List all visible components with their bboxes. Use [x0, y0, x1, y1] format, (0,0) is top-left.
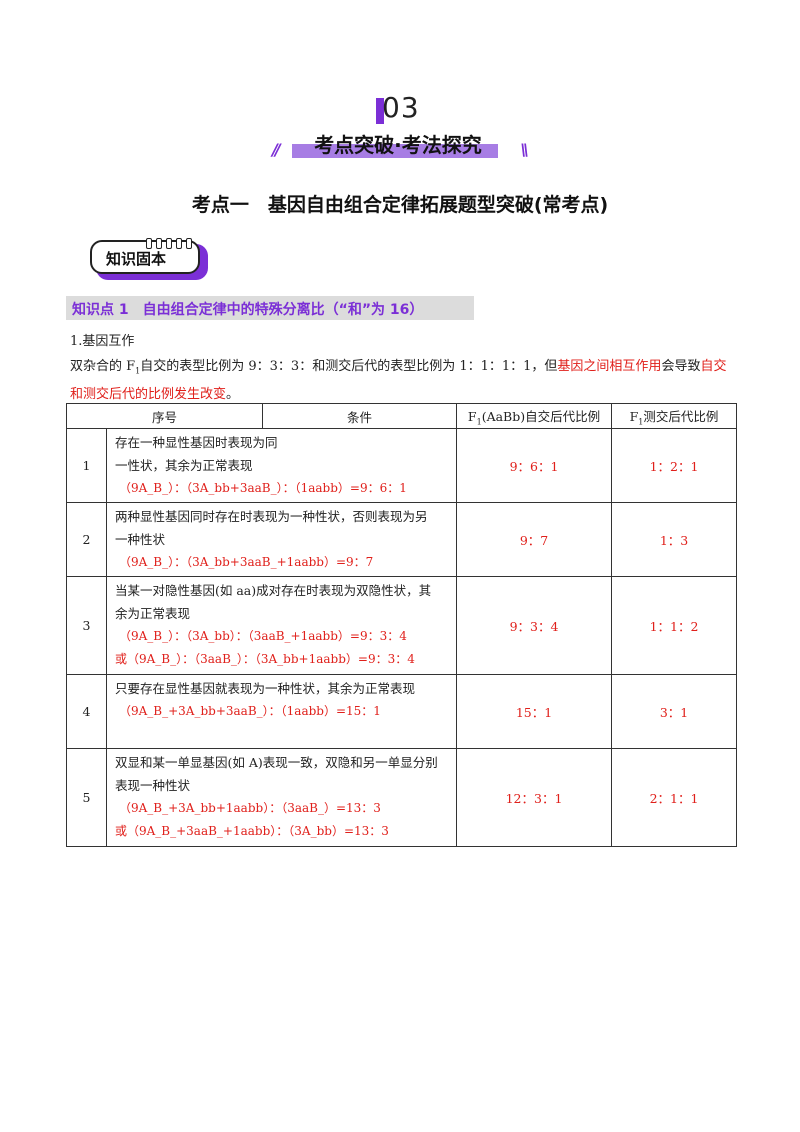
para-text-1: 双杂合的 F — [70, 359, 136, 374]
testcross-ratio: 3：1 — [611, 674, 738, 749]
chapter-banner: // 考点突破·考法探究 \\ — [270, 130, 530, 160]
header-condition: 条件 — [262, 403, 458, 429]
para-subscript: 1 — [135, 366, 141, 376]
selfcross-ratio: 9：3：4 — [456, 576, 613, 675]
row-index: 4 — [66, 674, 107, 749]
condition-text: 双显和某一单显基因(如 A)表现一致，双隐和另一单显分别表现一种性状 — [115, 755, 438, 793]
row-condition: 存在一种显性基因时表现为同一性状，其余为正常表现 （9A_B_）：（3A_bb+… — [105, 428, 458, 503]
selfcross-ratio: 9：7 — [456, 502, 613, 577]
formula: 或（9A_B_+3aaB_+1aabb）：（3A_bb）=13：3 — [115, 824, 389, 838]
table-row: 2 两种显性基因同时存在时表现为一种性状，否则表现为另一种性状 （9A_B_）：… — [66, 502, 738, 577]
para-highlight-2: 自交和测交后代的比例发生改变 — [70, 359, 727, 402]
formula: （9A_B_）：（3A_bb）：（3aaB_+1aabb）=9：3：4 — [119, 629, 407, 643]
knowledge-tag: 知识固本 — [90, 238, 208, 280]
para-text-4: 。 — [226, 386, 240, 402]
testcross-ratio: 1：1：2 — [611, 576, 738, 675]
banner-highlight — [292, 144, 498, 158]
selfcross-ratio: 9：6：1 — [456, 428, 613, 503]
row-index: 3 — [66, 576, 107, 675]
row-condition: 双显和某一单显基因(如 A)表现一致，双隐和另一单显分别表现一种性状 （9A_B… — [105, 748, 458, 847]
formula: 或（9A_B_）：（3aaB_）：（3A_bb+1aabb）=9：3：4 — [115, 652, 415, 666]
tag-card: 知识固本 — [90, 240, 200, 274]
tag-label: 知识固本 — [106, 250, 167, 268]
table-row: 4 只要存在显性基因就表现为一种性状，其余为正常表现 （9A_B_+3A_bb+… — [66, 674, 738, 749]
row-condition: 只要存在显性基因就表现为一种性状，其余为正常表现 （9A_B_+3A_bb+3a… — [105, 674, 458, 749]
testcross-ratio: 1：3 — [611, 502, 738, 577]
condition-text: 当某一对隐性基因(如 aa)成对存在时表现为双隐性状，其余为正常表现 — [115, 583, 432, 621]
table-row: 3 当某一对隐性基因(如 aa)成对存在时表现为双隐性状，其余为正常表现 （9A… — [66, 576, 738, 675]
formula: （9A_B_+3A_bb+3aaB_）：（1aabb）=15：1 — [119, 704, 381, 718]
knowledge-point-label: 知识点 1 自由组合定律中的特殊分离比（“和”为 16） — [72, 302, 424, 318]
notebook-rings-icon — [146, 234, 196, 249]
chapter-number-text: 03 — [382, 91, 420, 124]
testcross-ratio: 2：1：1 — [611, 748, 738, 847]
selfcross-ratio: 15：1 — [456, 674, 613, 749]
para-highlight-1: 基因之间相互作用 — [557, 359, 662, 374]
header-selfcross: F1(AaBb)自交后代比例 — [456, 403, 613, 429]
para-text-3: 会导致 — [661, 359, 701, 374]
para-text-2: 自交的表型比例为 9：3：3：和测交后代的表型比例为 1：1：1：1，但 — [140, 359, 558, 374]
row-condition: 当某一对隐性基因(如 aa)成对存在时表现为双隐性状，其余为正常表现 （9A_B… — [105, 576, 458, 675]
banner-slashes-left: // — [272, 140, 281, 159]
table-header-row: 序号 条件 F1(AaBb)自交后代比例 F1测交后代比例 — [65, 403, 738, 429]
intro-paragraph: 双杂合的 F1自交的表型比例为 9：3：3：和测交后代的表型比例为 1：1：1：… — [70, 355, 738, 406]
formula: （9A_B_+3A_bb+1aabb）：（3aaB_）=13：3 — [119, 801, 381, 815]
banner-slashes-right: \\ — [520, 140, 529, 159]
table-row: 1 存在一种显性基因时表现为同一性状，其余为正常表现 （9A_B_）：（3A_b… — [66, 428, 738, 503]
row-index: 1 — [66, 428, 107, 503]
table-row: 5 双显和某一单显基因(如 A)表现一致，双隐和另一单显分别表现一种性状 （9A… — [66, 748, 738, 847]
formula: （9A_B_）：（3A_bb+3aaB_）：（1aabb）=9：6：1 — [119, 481, 407, 495]
condition-text: 两种显性基因同时存在时表现为一种性状，否则表现为另一种性状 — [115, 509, 428, 547]
selfcross-ratio: 12：3：1 — [456, 748, 613, 847]
testcross-ratio: 1：2：1 — [611, 428, 738, 503]
condition-text: 存在一种显性基因时表现为同一性状，其余为正常表现 — [115, 435, 278, 473]
row-condition: 两种显性基因同时存在时表现为一种性状，否则表现为另一种性状 （9A_B_）：（3… — [105, 502, 458, 577]
header-index: 序号 — [65, 403, 264, 429]
knowledge-point-heading: 知识点 1 自由组合定律中的特殊分离比（“和”为 16） — [66, 296, 474, 320]
row-index: 5 — [66, 748, 107, 847]
ratio-table: 序号 条件 F1(AaBb)自交后代比例 F1测交后代比例 1 存在一种显性基因… — [65, 403, 738, 847]
formula: （9A_B_）：（3A_bb+3aaB_+1aabb）=9：7 — [119, 555, 374, 569]
section-title: 考点一 基因自由组合定律拓展题型突破(常考点) — [191, 194, 609, 216]
number-accent-bar — [376, 98, 384, 124]
header-testcross: F1测交后代比例 — [611, 403, 738, 429]
subheading: 1.基因互作 — [70, 334, 135, 349]
condition-text: 只要存在显性基因就表现为一种性状，其余为正常表现 — [115, 681, 416, 696]
banner-title: 考点突破·考法探究 — [314, 133, 482, 157]
chapter-number: 03 — [372, 92, 428, 126]
row-index: 2 — [66, 502, 107, 577]
